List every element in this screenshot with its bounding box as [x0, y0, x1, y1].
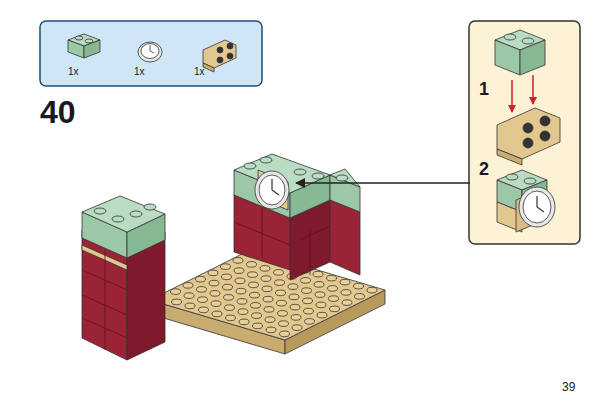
quantity-label: 1x [194, 66, 205, 77]
quantity-label: 1x [68, 66, 79, 77]
substep-number: 2 [479, 159, 489, 180]
step-number: 40 [40, 94, 76, 131]
substep-number: 1 [479, 79, 489, 100]
parts-panel-box: 1x 1x 1x [40, 21, 262, 86]
quantity-label: 1x [134, 66, 145, 77]
pointer-arrow [296, 182, 470, 184]
right-wall [234, 154, 360, 280]
substep-box: 12 [469, 21, 580, 244]
parts-icons [68, 34, 236, 72]
substep-two-art [497, 170, 555, 232]
substep-one-art [495, 30, 560, 165]
page-number: 39 [562, 380, 575, 394]
substep-panel [469, 21, 580, 244]
left-wall [82, 196, 165, 360]
parts-panel [40, 21, 262, 86]
